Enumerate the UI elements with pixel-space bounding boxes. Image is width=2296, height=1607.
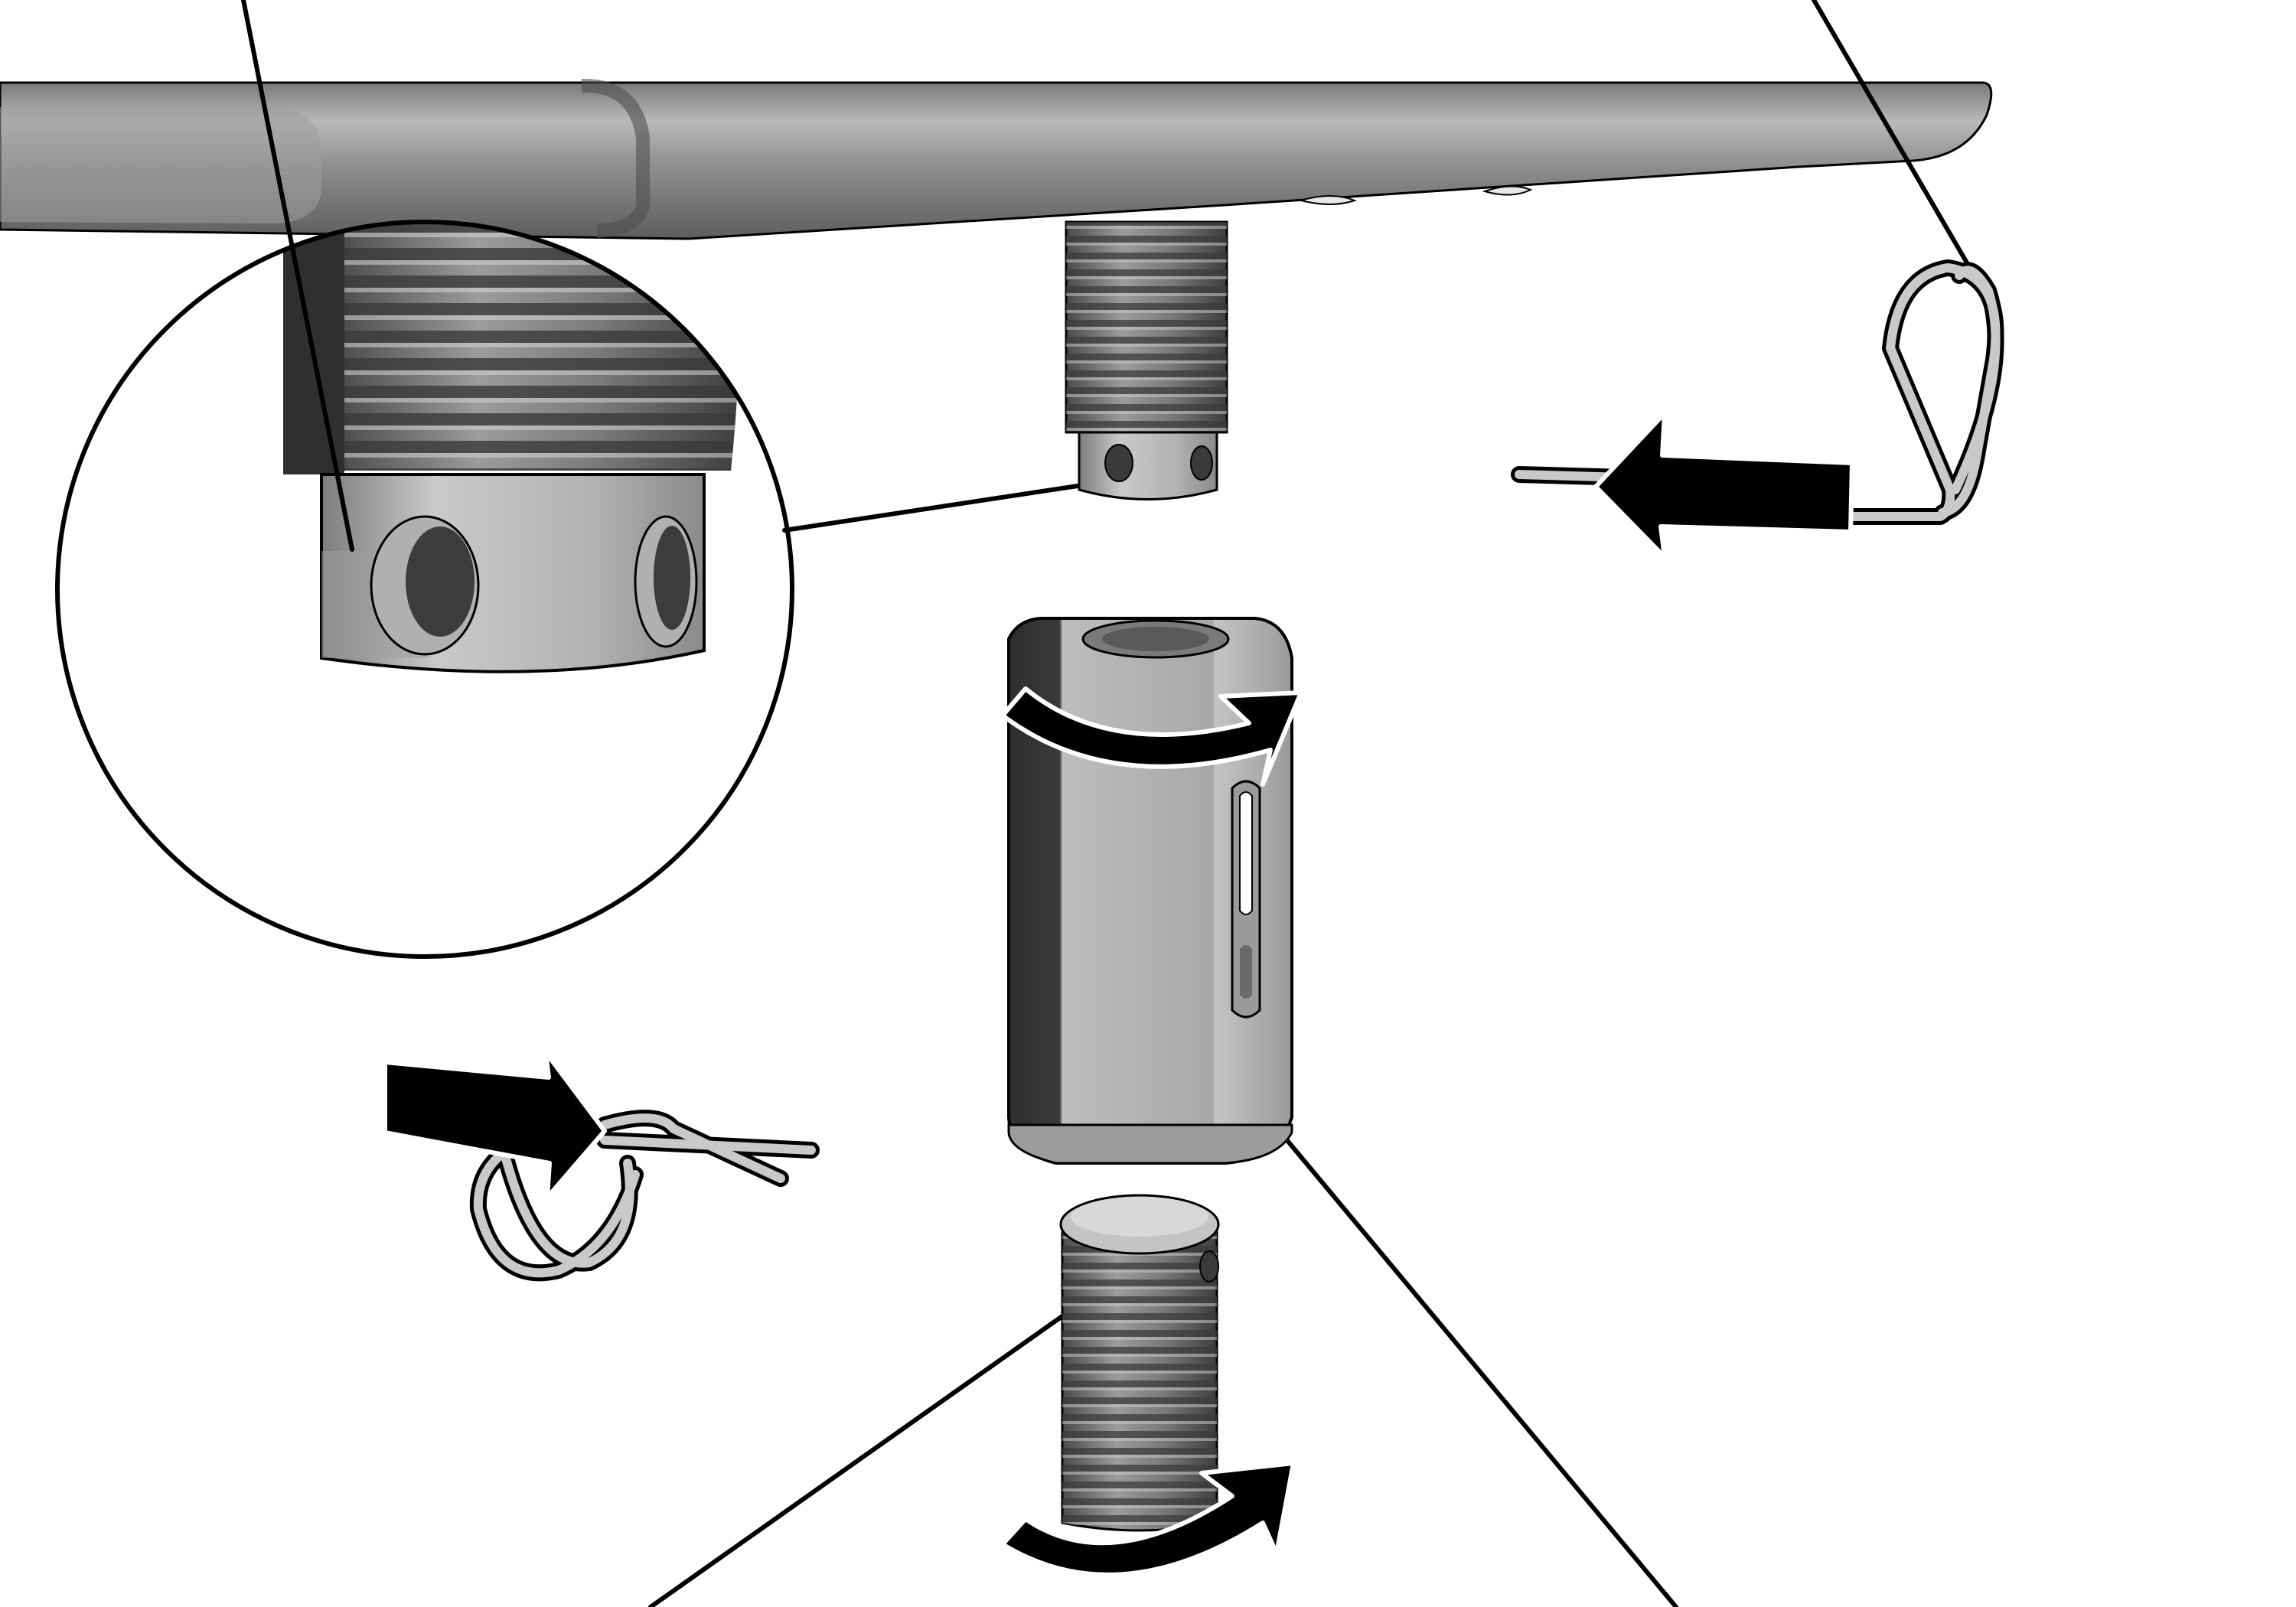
- leader-lines: [241, 0, 1973, 1607]
- upper-threaded-stud: [1065, 220, 1228, 500]
- lower-threaded-stud: [1059, 1194, 1220, 1532]
- rotate-coupler-arrow: [1000, 686, 1303, 787]
- leader-line-lower-stud: [648, 1310, 1070, 1607]
- leader-line-coupler: [1272, 1123, 1678, 1607]
- insert-clip-right-arrow: [1593, 411, 1854, 559]
- leader-line-top-right: [1812, 0, 1973, 272]
- leader-line-top-left: [241, 0, 354, 552]
- leader-line-magnifier-to-stud: [782, 484, 1080, 533]
- insert-clip-left-arrow: [383, 1050, 607, 1200]
- detail-magnifier: [55, 220, 794, 959]
- rotate-stud-arrow: [1000, 1461, 1296, 1577]
- hairpin-clip-right: [1511, 259, 2004, 525]
- rod-body: [0, 78, 1993, 240]
